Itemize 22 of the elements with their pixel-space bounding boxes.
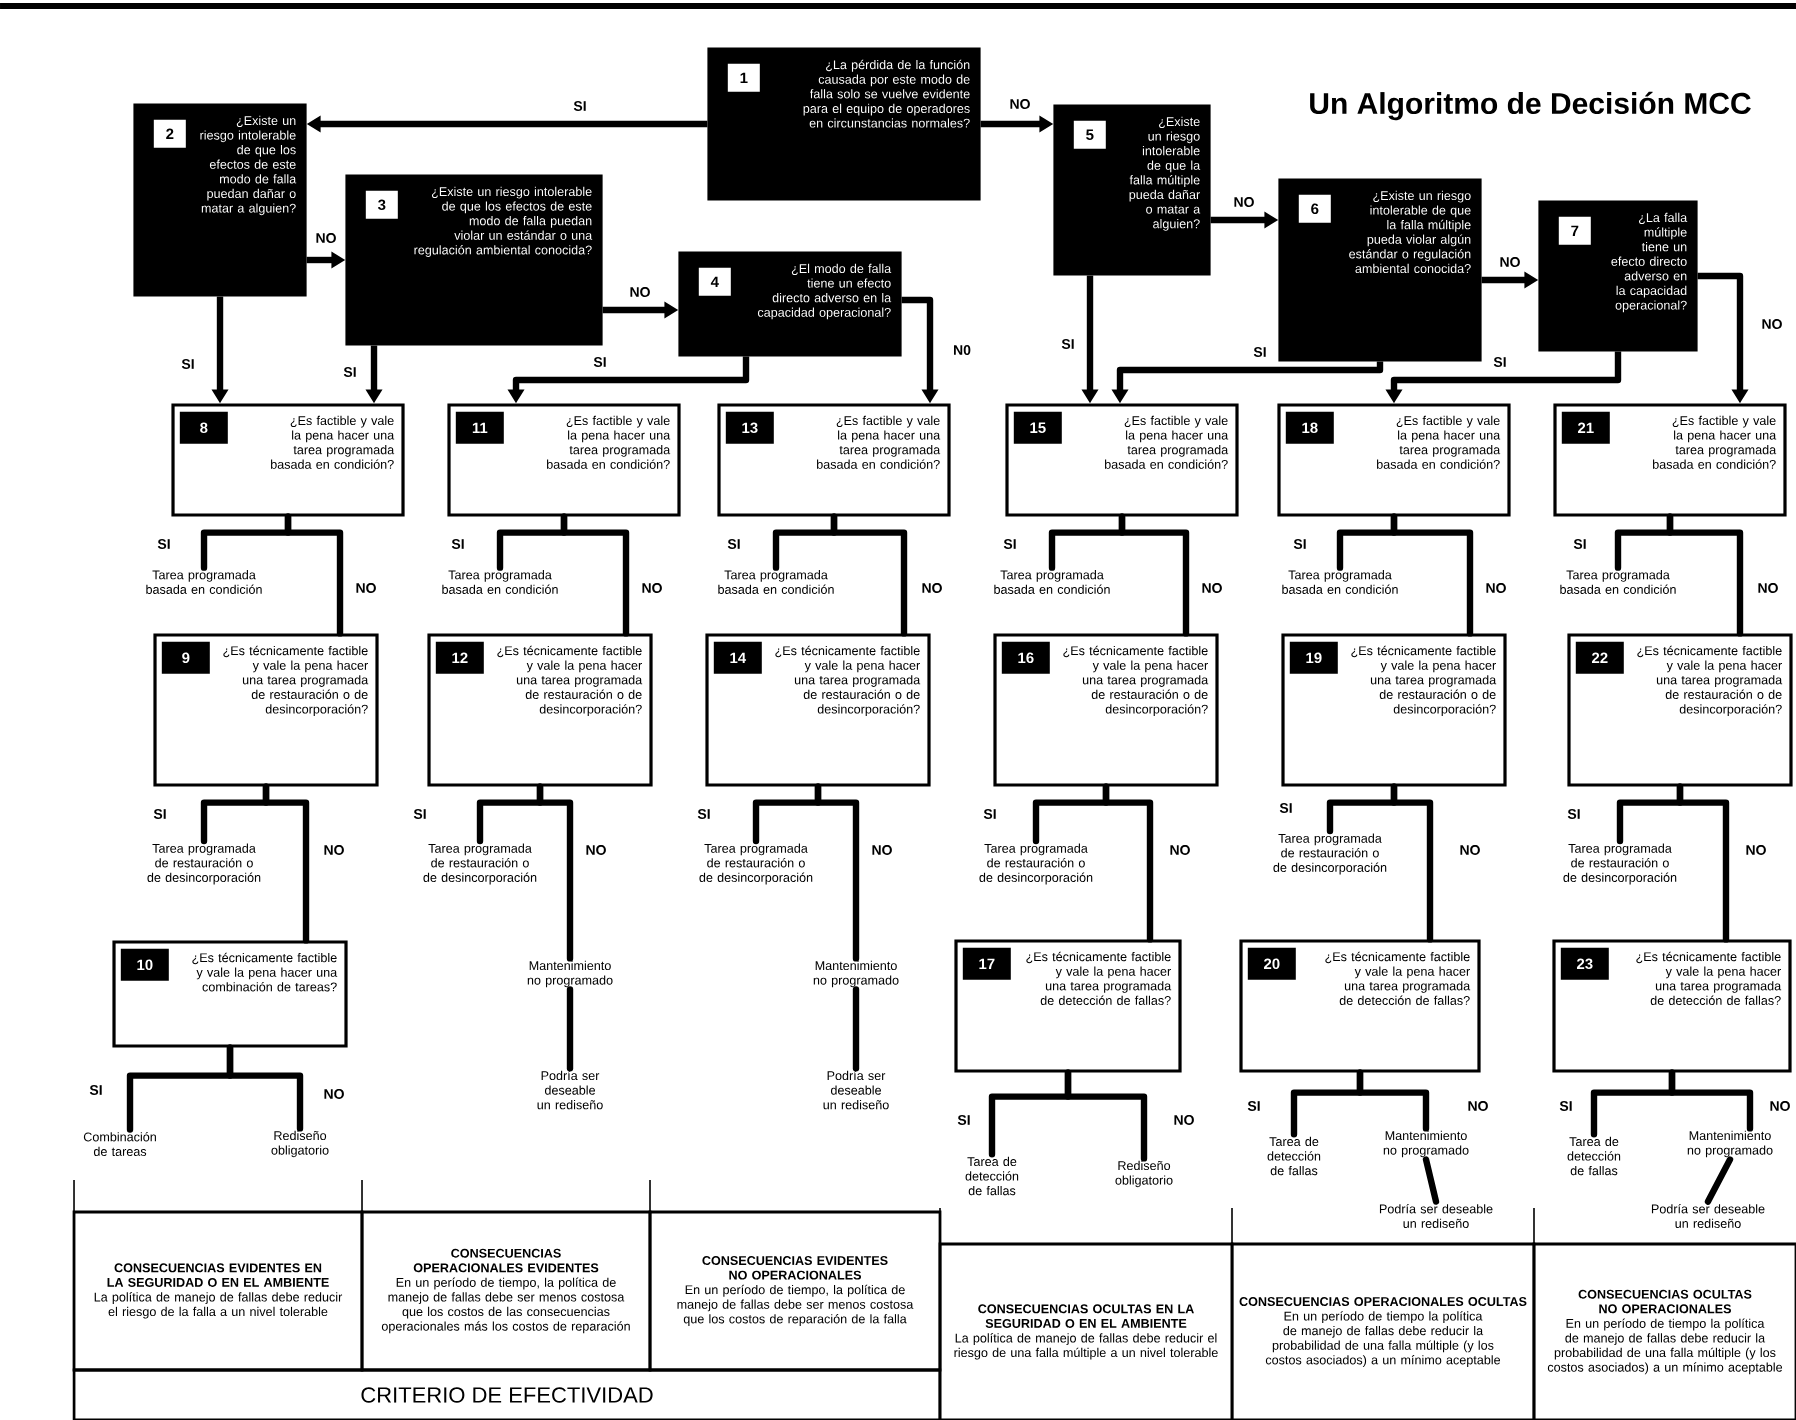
connector-line <box>1102 783 1154 943</box>
connector-line <box>1704 1156 1734 1205</box>
connector-line <box>1356 1069 1430 1132</box>
title: Un Algoritmo de Decisión MCC <box>1310 91 1751 121</box>
table-cell: CRITERIO DE EFECTIVIDAD <box>72 1368 942 1420</box>
connector-line <box>284 513 344 637</box>
connector-line <box>1422 1156 1440 1205</box>
connector-line <box>566 986 574 1072</box>
connector-line <box>814 783 860 962</box>
connector-line <box>1118 513 1190 637</box>
connector-line <box>830 513 908 637</box>
connector-line <box>852 986 860 1072</box>
connector-line <box>1666 513 1744 637</box>
connector-line <box>262 783 310 944</box>
connector-line <box>1390 513 1474 637</box>
connector-line <box>536 783 574 962</box>
connector-line <box>1668 1069 1754 1132</box>
connector-line <box>1390 783 1434 943</box>
connector-line <box>226 1044 304 1132</box>
connector-line <box>1676 783 1730 943</box>
connector-line <box>560 513 630 637</box>
connector-line <box>1064 1069 1148 1162</box>
